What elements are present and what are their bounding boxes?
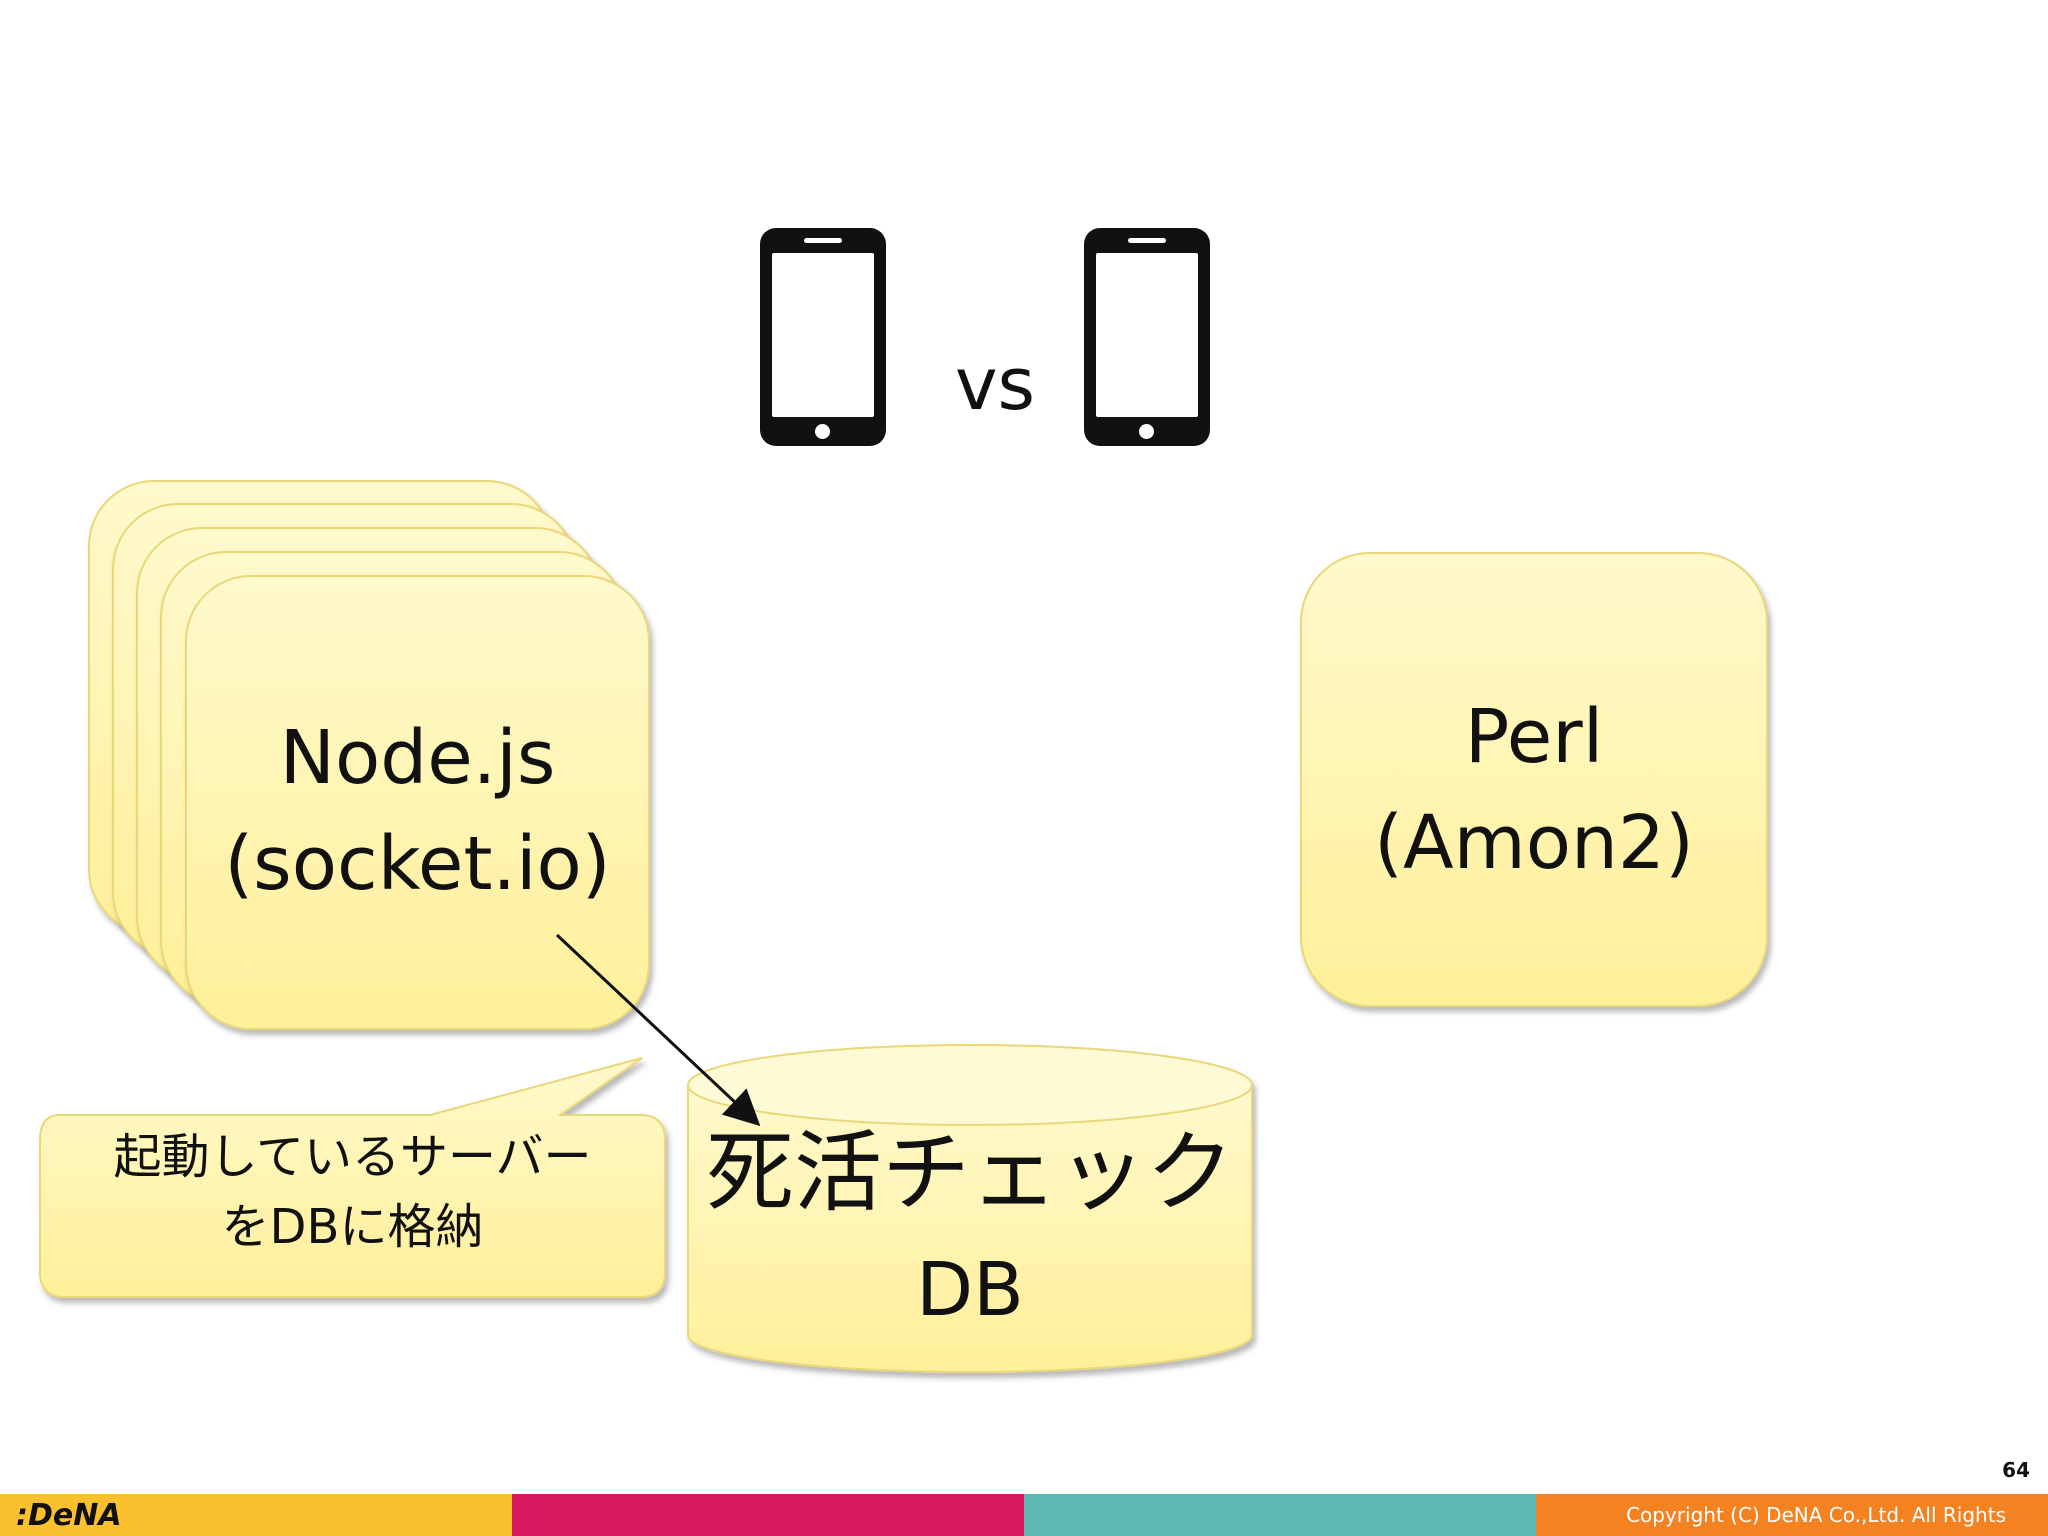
smartphone-icon-right <box>1084 228 1210 446</box>
footer-segment-yellow <box>0 1494 512 1536</box>
footer-segment-teal <box>1024 1494 1536 1536</box>
perl-server-line1: Perl <box>1464 694 1604 780</box>
node-server-card <box>185 575 650 1030</box>
perl-server-label: Perl (Amon2) <box>1302 684 1766 896</box>
vs-label: vs <box>954 342 1036 426</box>
node-server-label: Node.js (socket.io) <box>185 705 650 917</box>
node-server-line2: (socket.io) <box>224 821 611 907</box>
page-number: 64 <box>2002 1458 2030 1482</box>
arrow-node-to-db <box>555 933 761 1127</box>
dena-logo: :DeNA <box>16 1498 122 1533</box>
phone-home-button <box>815 424 830 439</box>
perl-server-box: Perl (Amon2) <box>1300 552 1768 1007</box>
db-cylinder <box>687 1044 1253 1373</box>
callout-bubble <box>39 1057 666 1298</box>
db-label: DB <box>916 1247 1024 1333</box>
footer-segment-pink <box>512 1494 1024 1536</box>
copyright-text: Copyright (C) DeNA Co.,Ltd. All Rights R… <box>1626 1503 2006 1527</box>
phone-home-button <box>1139 424 1154 439</box>
callout-line2: をDBに格納 <box>221 1199 484 1255</box>
phone-speaker <box>1128 238 1166 243</box>
phone-screen <box>772 253 874 417</box>
smartphone-icon-left <box>760 228 886 446</box>
db-title: 死活チェック <box>705 1121 1234 1224</box>
perl-server-line2: (Amon2) <box>1374 800 1694 886</box>
node-server-line1: Node.js <box>279 715 556 801</box>
phone-screen <box>1096 253 1198 417</box>
callout-line1: 起動しているサーバー <box>113 1129 592 1185</box>
phone-speaker <box>804 238 842 243</box>
callout-text: 起動しているサーバー をDBに格納 <box>40 1122 665 1262</box>
footer-segment-orange <box>1536 1494 2048 1536</box>
